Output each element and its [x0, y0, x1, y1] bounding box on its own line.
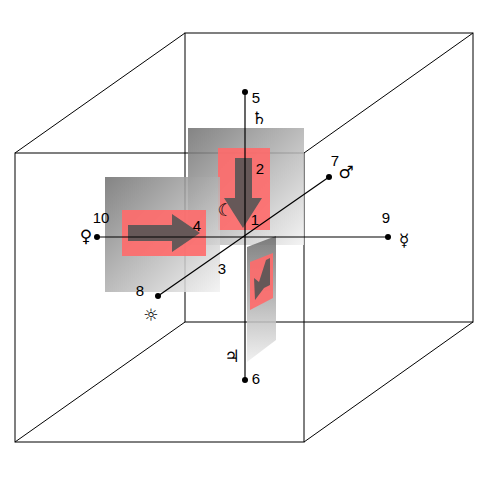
callout-number: 7: [331, 153, 339, 168]
callout-number: 5: [252, 90, 260, 105]
planet-symbol: ♀: [80, 228, 92, 245]
callout-number: 8: [136, 283, 144, 298]
callout-number: 3: [218, 261, 226, 276]
cube-wireframe: [15, 33, 473, 442]
callout-number: 2: [256, 161, 264, 176]
callout-number: 10: [93, 210, 110, 225]
axis-points: [94, 89, 391, 383]
planet-symbol: ♃: [224, 348, 239, 365]
planet-symbol: ☼: [143, 307, 158, 324]
callout-number: 9: [382, 210, 390, 225]
plane-side: [247, 236, 276, 362]
axes: [97, 92, 388, 380]
planet-symbol: ♂: [338, 164, 353, 181]
callout-number: 1: [251, 212, 259, 227]
planet-symbol: ♄: [251, 110, 266, 127]
callout-number: 4: [193, 218, 201, 233]
planet-symbol: ☿: [399, 232, 409, 249]
planet-symbol: ☾: [217, 202, 232, 219]
plane-left: [105, 177, 220, 292]
callout-number: 6: [252, 371, 260, 386]
